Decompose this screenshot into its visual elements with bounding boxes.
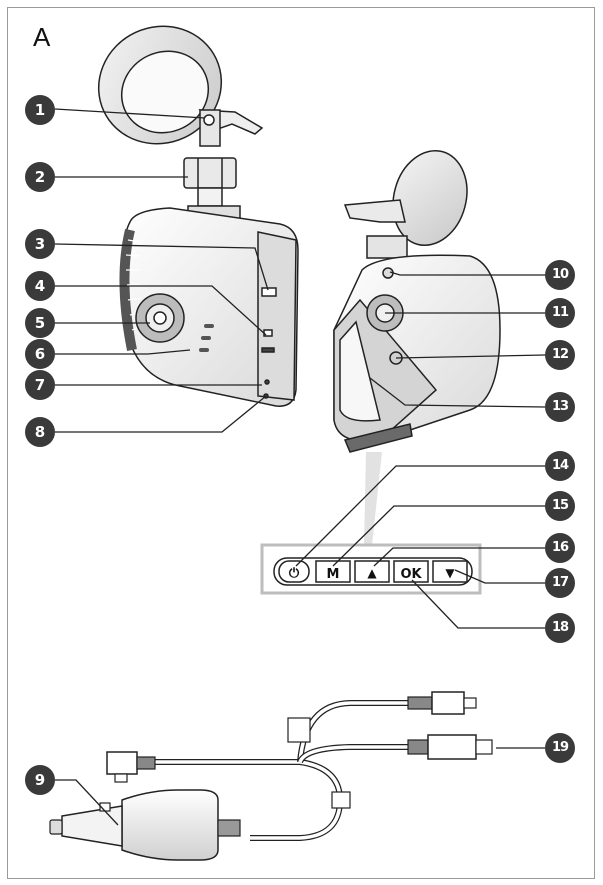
callout-8: 8 — [25, 417, 55, 447]
callout-19: 19 — [545, 733, 575, 763]
callout-10: 10 — [545, 260, 575, 290]
callout-18: 18 — [545, 613, 575, 643]
callout-3: 3 — [25, 229, 55, 259]
callout-7: 7 — [25, 370, 55, 400]
button-panel: ⏻ M ▲ OK ▼ — [260, 543, 482, 595]
figure-letter: A — [33, 22, 51, 52]
callout-15: 15 — [545, 491, 575, 521]
front-view-dashcam — [97, 25, 299, 407]
callout-6: 6 — [25, 339, 55, 369]
callout-1: 1 — [25, 95, 55, 125]
up-button[interactable] — [354, 560, 390, 583]
callout-17: 17 — [545, 568, 575, 598]
camera-lens-icon — [135, 293, 185, 343]
callout-4: 4 — [25, 271, 55, 301]
car-charger-icon — [49, 789, 241, 861]
power-glyph: ⏻ — [289, 566, 300, 581]
callout-2: 2 — [25, 162, 55, 192]
ok-button[interactable] — [393, 560, 429, 583]
power-button[interactable] — [278, 560, 310, 583]
mode-button[interactable] — [315, 560, 351, 583]
callout-11: 11 — [545, 298, 575, 328]
suction-mount-icon — [97, 25, 264, 147]
callout-5: 5 — [25, 308, 55, 338]
ok-label: OK — [400, 567, 422, 582]
usb-a-plug-icon — [407, 734, 493, 760]
up-glyph: ▲ — [367, 566, 377, 580]
cable-assembly — [49, 691, 493, 861]
mode-label: M — [327, 567, 340, 582]
usb-icon — [407, 691, 477, 715]
callout-13: 13 — [545, 392, 575, 422]
callout-9: 9 — [25, 765, 55, 795]
down-button[interactable] — [432, 560, 468, 583]
callout-16: 16 — [545, 533, 575, 563]
leader-lines — [54, 108, 546, 826]
down-glyph: ▼ — [445, 566, 455, 580]
callout-12: 12 — [545, 340, 575, 370]
callout-14: 14 — [545, 451, 575, 481]
